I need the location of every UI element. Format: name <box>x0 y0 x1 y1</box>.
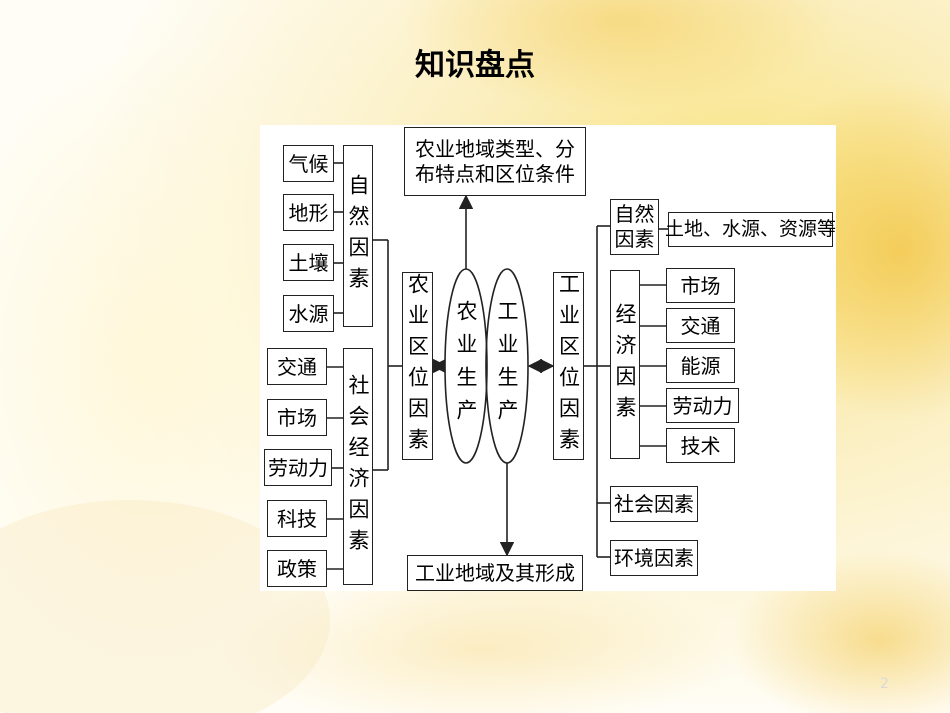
industry-economic-group: 经济因素 <box>610 270 640 459</box>
agri-ellipse <box>444 268 488 464</box>
agri-social-group: 社会经济因素 <box>343 348 373 585</box>
agri-natural-item: 地形 <box>283 194 334 231</box>
industry-economic-item: 劳动力 <box>666 388 739 423</box>
industry-environment-factor: 环境因素 <box>610 540 698 576</box>
agri-ellipse-label: 农业生产 <box>454 300 478 432</box>
industry-economic-item: 交通 <box>666 308 735 343</box>
agri-location-factors: 农业区位因素 <box>402 272 433 460</box>
page-number: 2 <box>880 676 889 692</box>
agri-social-item: 科技 <box>267 500 327 537</box>
industry-natural-group: 自然因素 <box>610 199 659 255</box>
agri-social-item: 交通 <box>267 348 327 385</box>
industry-natural-detail: 土地、水源、资源等 <box>665 212 836 247</box>
page-title: 知识盘点 <box>415 48 535 83</box>
industry-ellipse <box>485 268 529 464</box>
industry-ellipse-label: 工业生产 <box>495 300 519 432</box>
agri-social-item: 市场 <box>267 399 327 436</box>
top-box: 农业地域类型、分布特点和区位条件 <box>404 127 586 196</box>
agri-social-item: 政策 <box>267 550 327 587</box>
industry-economic-item: 市场 <box>666 268 735 303</box>
agri-natural-item: 气候 <box>283 145 334 182</box>
industry-location-factors: 工业区位因素 <box>553 272 584 460</box>
industry-economic-item: 技术 <box>666 428 735 463</box>
bottom-box: 工业地域及其形成 <box>407 555 583 591</box>
agri-natural-item: 土壤 <box>283 244 334 281</box>
agri-social-item: 劳动力 <box>264 449 332 486</box>
agri-natural-item: 水源 <box>283 295 334 332</box>
industry-economic-item: 能源 <box>666 348 735 383</box>
industry-social-factor: 社会因素 <box>610 486 698 522</box>
agri-natural-group: 自然因素 <box>343 145 373 327</box>
